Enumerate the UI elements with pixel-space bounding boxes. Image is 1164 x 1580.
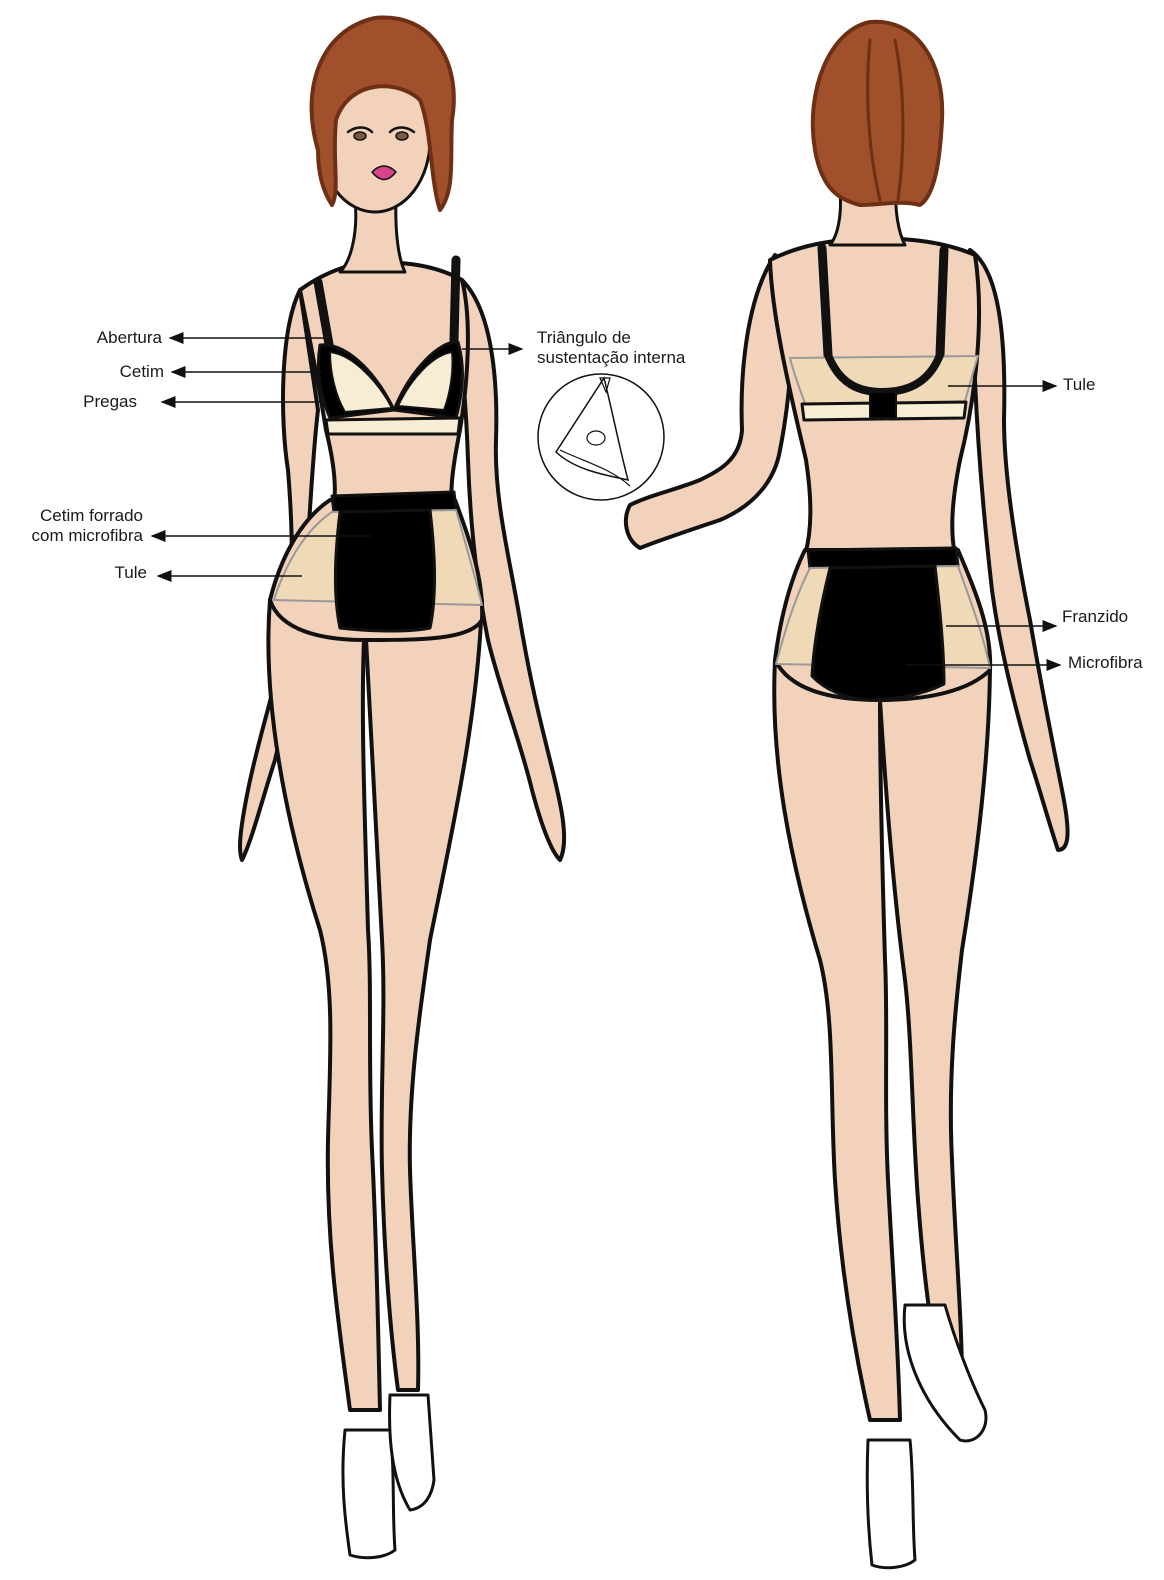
- label-tule-front: Tule: [115, 563, 147, 583]
- front-shoe-left: [343, 1430, 395, 1558]
- front-shoe-right: [390, 1395, 434, 1510]
- front-briefs-waistband: [332, 492, 456, 512]
- label-abertura: Abertura: [97, 328, 162, 348]
- label-triangulo-line2: sustentação interna: [537, 348, 685, 368]
- back-figure: [626, 22, 1068, 1568]
- front-figure: [240, 17, 564, 1557]
- back-right-leg: [880, 660, 990, 1380]
- label-microfibra: Microfibra: [1068, 653, 1143, 673]
- back-left-leg: [774, 660, 900, 1420]
- back-shoe-right: [904, 1305, 986, 1441]
- back-bra-strap-right: [940, 250, 944, 355]
- label-tule-back: Tule: [1063, 375, 1095, 395]
- support-triangle-detail: [538, 374, 664, 500]
- label-triangulo-line1: Triângulo de: [537, 328, 685, 348]
- back-hair: [813, 22, 942, 205]
- label-cetim-forrado: Cetim forrado com microfibra: [32, 506, 143, 546]
- label-cetim: Cetim: [120, 362, 164, 382]
- label-cetim-forrado-line1: Cetim forrado: [32, 506, 143, 526]
- front-right-leg: [365, 600, 482, 1390]
- front-briefs-satin: [336, 510, 435, 631]
- front-bra-strap-right: [454, 260, 456, 340]
- label-triangulo: Triângulo de sustentação interna: [537, 328, 685, 368]
- label-pregas: Pregas: [83, 392, 137, 412]
- back-shoe-left: [867, 1440, 915, 1568]
- front-bra-band: [326, 418, 460, 434]
- label-cetim-forrado-line2: com microfibra: [32, 526, 143, 546]
- front-left-leg: [268, 600, 380, 1410]
- back-briefs-satin: [812, 566, 944, 700]
- label-franzido: Franzido: [1062, 607, 1128, 627]
- back-bra-strap-left: [822, 248, 828, 355]
- back-bra-clasp: [870, 392, 896, 418]
